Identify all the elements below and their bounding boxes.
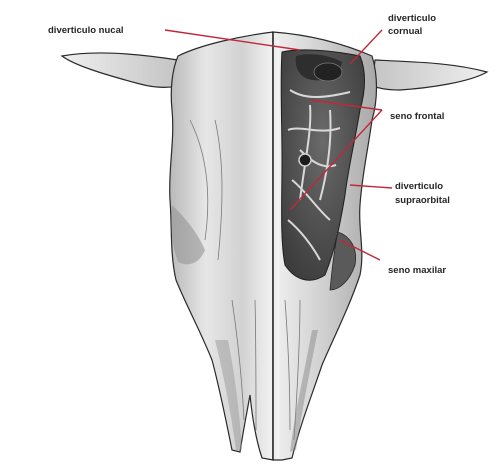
- label-diverticulo-cornual-line1: diverticulo: [388, 13, 436, 24]
- label-seno-maxilar: seno maxilar: [388, 265, 446, 276]
- label-seno-frontal: seno frontal: [390, 111, 444, 122]
- cornual-diverticulum-cavity: [314, 63, 342, 81]
- label-diverticulo-supraorbital-line1: diverticulo: [395, 181, 443, 192]
- septum-foramen: [299, 154, 311, 166]
- label-diverticulo-supraorbital-line2: supraorbital: [395, 195, 450, 206]
- right-horn: [372, 60, 487, 90]
- label-diverticulo-cornual-line2: cornual: [388, 26, 422, 37]
- left-horn: [62, 53, 178, 87]
- label-diverticulo-nucal: diverticulo nucal: [48, 25, 124, 36]
